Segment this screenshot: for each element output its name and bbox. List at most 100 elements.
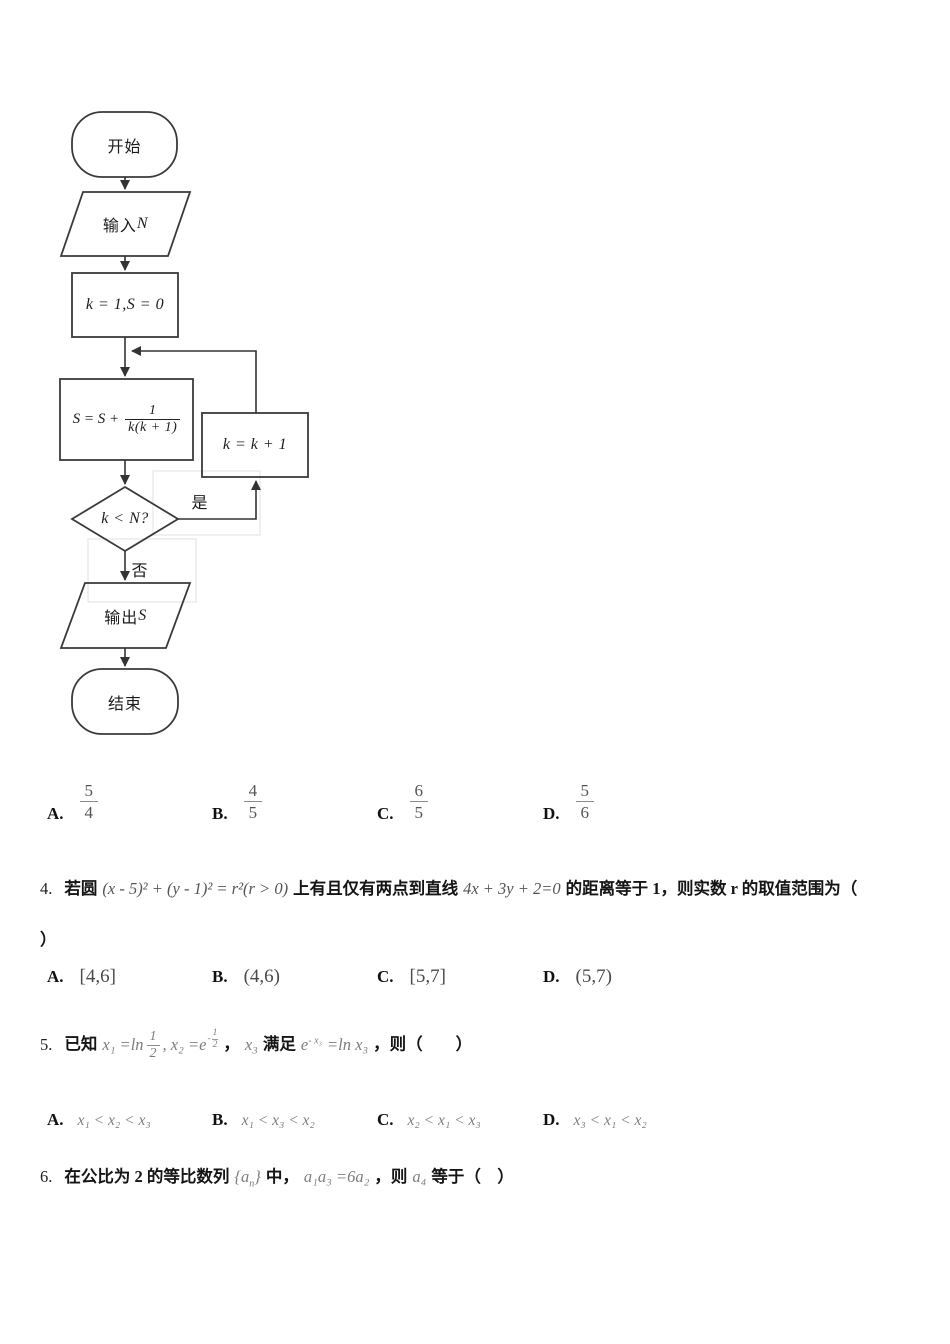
q6-text-2: 中，: [265, 1167, 299, 1186]
q4-text-1: 若圆: [64, 879, 98, 898]
q5-x1-expr: x₁ =ln: [102, 1034, 144, 1054]
q6-brace-close: }: [254, 1167, 261, 1186]
q5-option-d-value: x₃ < x₁ < x₂: [573, 1112, 647, 1129]
q3-option-d-label: D.: [543, 803, 560, 823]
q4-option-d-value: (5,7): [575, 966, 612, 987]
yes-branch-label: 是: [191, 495, 209, 512]
q6-seq-base: a: [240, 1167, 250, 1186]
q5-half-num: 1: [149, 1029, 157, 1045]
end-label: 结束: [107, 695, 142, 713]
input-label-var: N: [136, 215, 149, 232]
q3-option-d: D. 5 6: [543, 780, 595, 824]
q5-option-c-label: C.: [377, 1110, 394, 1129]
q5-option-d: D. x₃ < x₁ < x₂: [543, 1110, 647, 1130]
q4-option-c-label: C.: [377, 967, 394, 986]
accumulate-fraction-den: k(k + 1): [125, 419, 181, 436]
question-5-number: 5.: [40, 1034, 53, 1054]
q5-option-a: A. x₁ < x₂ < x₃: [47, 1110, 151, 1130]
q6-text-1: 在公比为 2 的等比数列: [64, 1167, 230, 1186]
q4-text-2: 上有且仅有两点到直线: [293, 879, 459, 898]
no-branch-label: 否: [131, 563, 149, 580]
q3-option-d-fraction: 5 6: [575, 780, 595, 824]
q3-option-d-num: 5: [580, 781, 590, 800]
q5-option-b-label: B.: [212, 1110, 228, 1129]
q5-text-2: 满足: [262, 1034, 296, 1054]
init-label: k = 1,S = 0: [85, 296, 165, 313]
q5-option-d-label: D.: [543, 1110, 560, 1129]
q3-option-b-fraction: 4 5: [243, 780, 263, 824]
q6-text-4: 等于（ ）: [431, 1167, 514, 1186]
q6-a4-term: a₄: [412, 1167, 427, 1186]
q6-seq-sub: n: [249, 1178, 255, 1190]
q5-option-a-value: x₁ < x₂ < x₃: [77, 1112, 151, 1129]
accumulate-lead: S = S +: [72, 411, 120, 427]
q4-option-d: D. (5,7): [543, 966, 612, 988]
q4-text-3: 的距离等于 1，则实数 r 的取值范围为（: [565, 879, 858, 898]
q3-option-c-num: 6: [414, 781, 424, 800]
q3-option-a-num: 5: [84, 781, 94, 800]
q5-option-b: B. x₁ < x₃ < x₂: [212, 1110, 315, 1130]
q5-exp-num: 1: [212, 1028, 218, 1039]
question-6-number: 6.: [40, 1167, 53, 1186]
output-label-text: 输出: [104, 609, 139, 627]
q5-comma-1: ，: [223, 1034, 240, 1054]
q5-option-a-label: A.: [47, 1110, 64, 1129]
q5-x3: x₃: [244, 1034, 258, 1054]
q5-text-3: ，则（ ）: [373, 1034, 473, 1054]
q3-option-c-den: 5: [409, 801, 429, 823]
q5-option-c-value: x₂ < x₁ < x₃: [407, 1112, 481, 1129]
q4-option-d-label: D.: [543, 967, 560, 986]
q4-option-c: C. [5,7]: [377, 966, 446, 988]
q4-option-b-label: B.: [212, 967, 228, 986]
q6-sequence-notation: {an}: [234, 1167, 261, 1190]
q3-option-a-fraction: 5 4: [79, 780, 99, 824]
q3-option-b-num: 4: [248, 781, 258, 800]
decision-label: k < N?: [101, 510, 149, 527]
q4-option-b: B. (4,6): [212, 966, 280, 988]
q3-option-d-den: 6: [575, 801, 595, 823]
q3-option-a-label: A.: [47, 803, 64, 823]
q3-option-c-label: C.: [377, 803, 394, 823]
q3-option-a: A. 5 4: [47, 780, 99, 824]
q4-option-a-value: [4,6]: [79, 966, 116, 987]
increment-label: k = k + 1: [222, 436, 288, 453]
q3-option-b-label: B.: [212, 803, 228, 823]
q5-option-b-value: x₁ < x₃ < x₂: [241, 1112, 315, 1129]
q5-half-den: 2: [146, 1045, 160, 1062]
q3-option-b: B. 4 5: [212, 780, 263, 824]
q5-e-equation: e- x₃ =ln x₃: [301, 1035, 368, 1054]
q6-product-equation: a₁a₃ =6a₂: [303, 1167, 370, 1186]
accumulate-fraction-num: 1: [148, 402, 157, 418]
q3-option-a-den: 4: [79, 801, 99, 823]
q4-line-equation: 4x + 3y + 2=0: [463, 879, 561, 898]
question-4-number: 4.: [40, 879, 53, 898]
q5-exp-den: 2: [211, 1038, 219, 1050]
q5-text-1: 已知: [64, 1034, 98, 1054]
q5-e-rhs: =ln x₃: [327, 1034, 369, 1054]
q5-exp-minus: -: [207, 1033, 211, 1044]
q4-circle-equation: (x - 5)² + (y - 1)² = r²(r > 0): [102, 879, 289, 898]
accumulate-fraction: 1 k(k + 1): [125, 402, 181, 436]
start-label: 开始: [107, 138, 142, 156]
q3-option-c: C. 6 5: [377, 780, 429, 824]
q5-option-c: C. x₂ < x₁ < x₃: [377, 1110, 481, 1130]
q6-brace-open: {: [234, 1167, 241, 1186]
output-label: 输出 S: [61, 583, 190, 648]
q4-option-c-value: [5,7]: [409, 966, 446, 987]
q4-close-paren: ）: [40, 930, 57, 949]
q5-e-base: e: [300, 1034, 309, 1054]
q5-x2-expr: , x₂ =e: [162, 1034, 207, 1054]
q4-option-a-label: A.: [47, 967, 64, 986]
input-label-text: 输入: [102, 218, 137, 235]
q4-option-b-value: (4,6): [243, 966, 280, 987]
q5-e-exponent: - x₃: [308, 1035, 322, 1046]
q3-option-c-fraction: 6 5: [409, 780, 429, 824]
input-label: 输入 N: [61, 192, 190, 256]
q4-option-a: A. [4,6]: [47, 966, 116, 988]
output-label-var: S: [138, 606, 147, 624]
